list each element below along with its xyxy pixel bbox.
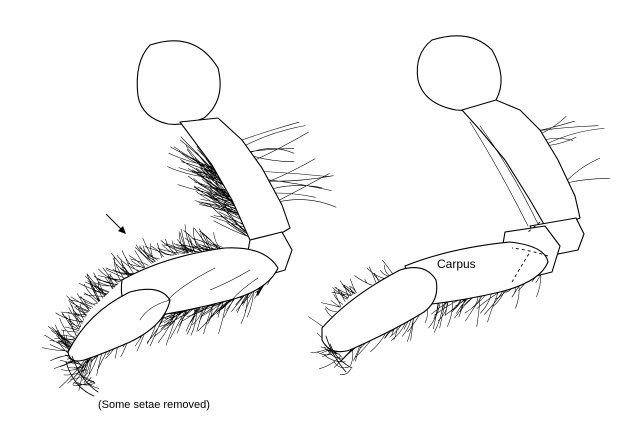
- setae-fringe: [41, 224, 224, 352]
- setae-removed-caption: (Some setae removed): [98, 399, 210, 411]
- right-appendage: [308, 35, 611, 376]
- right-basis-line: [469, 121, 539, 227]
- carpus-label: Carpus: [436, 257, 477, 271]
- left-basis: [179, 117, 291, 241]
- setae-fringe: [241, 121, 337, 208]
- right-coxa: [416, 35, 502, 111]
- setae-fringe: [167, 136, 249, 238]
- setae-fringe: [539, 116, 611, 183]
- left-propodus: [67, 288, 171, 362]
- left-detail-lines: [139, 267, 259, 321]
- right-dactylus: [325, 335, 353, 373]
- right-basis: [461, 99, 581, 227]
- right-propodus: [321, 267, 438, 353]
- left-coxa: [136, 40, 221, 125]
- left-dactylus: [65, 355, 99, 397]
- arrow-icon: [105, 213, 126, 234]
- left-appendage: [41, 40, 337, 397]
- setae-fringe: [308, 259, 393, 328]
